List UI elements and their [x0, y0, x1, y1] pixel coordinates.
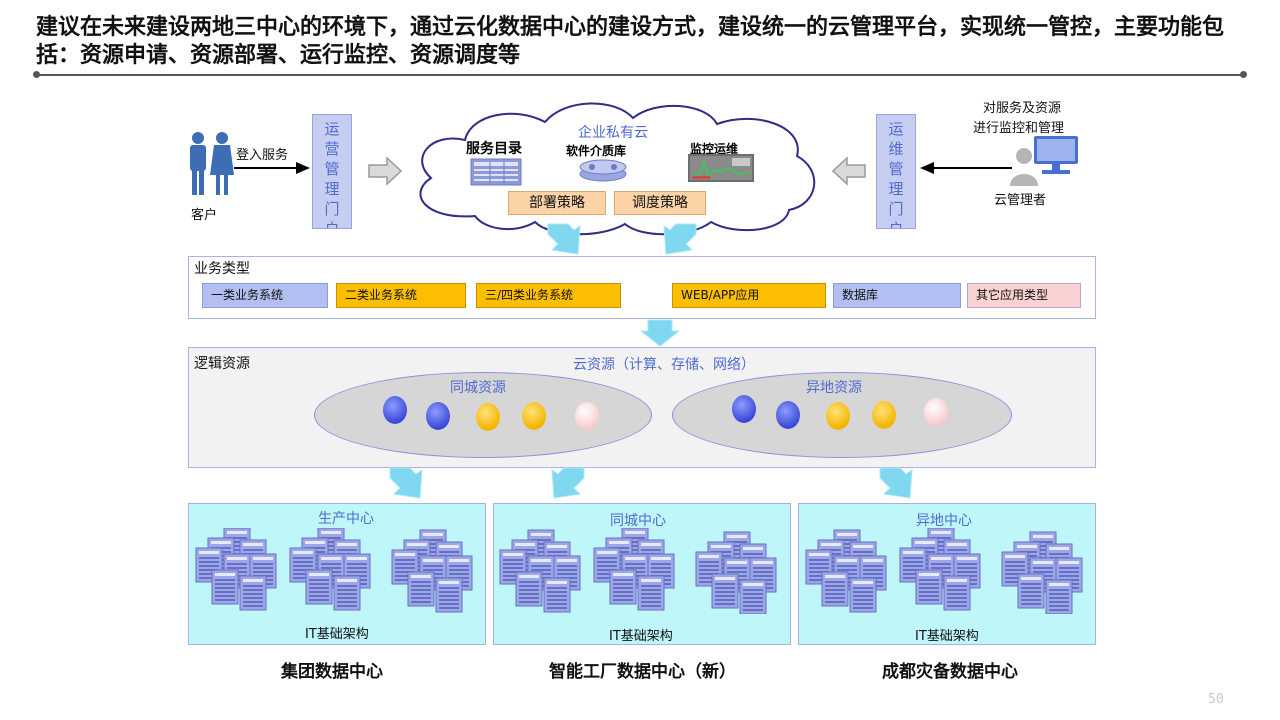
resource-node [476, 403, 500, 431]
monitoring-label: 监控运维 [690, 142, 739, 156]
business-item-tier1[interactable]: 一类业务系统 [202, 283, 328, 308]
maintenance-portal[interactable]: 运 维 管 理 门 户 [876, 114, 916, 229]
cloud-admin-icon [1010, 136, 1078, 186]
title-divider [36, 74, 1244, 76]
admin-caption-line1: 对服务及资源 [983, 101, 1062, 116]
resource-node [383, 396, 407, 424]
it-infrastructure-label: IT基础架构 [609, 629, 673, 644]
server-rack-icon [802, 528, 1092, 614]
resource-node [575, 402, 599, 430]
login-arrow-icon [234, 162, 310, 174]
logic-to-datacenter-arrow-icon [551, 467, 585, 499]
portal-char: 门 [888, 200, 904, 218]
resource-node [924, 398, 948, 426]
resource-node [826, 402, 850, 430]
business-item-other[interactable]: 其它应用类型 [967, 283, 1081, 308]
logical-resources-label: 逻辑资源 [194, 356, 250, 372]
business-types-label: 业务类型 [194, 261, 250, 277]
cloud-to-business-arrow-icon [663, 223, 697, 255]
portal-char: 运 [324, 120, 340, 138]
datacenter-title: 异地中心 [916, 513, 972, 529]
operations-portal[interactable]: 运 营 管 理 门 户 [312, 114, 352, 229]
datacenter-name-group: 集团数据中心 [281, 662, 383, 682]
datacenter-title: 生产中心 [318, 511, 374, 527]
remote-resource-label: 异地资源 [806, 380, 862, 396]
logic-to-datacenter-arrow-icon [389, 467, 423, 499]
cloud-resources-label: 云资源（计算、存储、网络） [573, 357, 755, 373]
portal-char: 户 [324, 220, 340, 229]
it-infrastructure-label: IT基础架构 [915, 629, 979, 644]
customer-icon [190, 132, 234, 195]
page-number: 50 [1208, 692, 1224, 707]
server-rack-icon [192, 528, 482, 614]
resource-node [872, 401, 896, 429]
admin-caption-line2: 进行监控和管理 [973, 121, 1065, 136]
business-item-tier3-4[interactable]: 三/四类业务系统 [476, 283, 621, 308]
cloud-to-business-arrow-icon [547, 223, 581, 255]
datacenter-name-factory: 智能工厂数据中心（新） [549, 662, 736, 682]
schedule-policy-tag[interactable]: 调度策略 [614, 191, 706, 215]
portal-char: 管 [324, 160, 340, 178]
divider-left-dot [33, 71, 40, 78]
private-cloud-title: 企业私有云 [578, 125, 648, 141]
business-item-database[interactable]: 数据库 [833, 283, 961, 308]
login-service-label: 登入服务 [236, 148, 289, 163]
same-city-resource-label: 同城资源 [450, 380, 506, 396]
portal-char: 理 [324, 180, 340, 198]
it-infrastructure-label: IT基础架构 [305, 627, 369, 642]
hollow-left-arrow-icon [832, 156, 866, 186]
resource-node [732, 395, 756, 423]
business-item-web-app[interactable]: WEB/APP应用 [672, 283, 826, 308]
resource-node [426, 402, 450, 430]
monitoring-chart-icon[interactable] [688, 154, 754, 182]
portal-char: 管 [888, 160, 904, 178]
service-catalog-label: 服务目录 [466, 141, 522, 157]
datacenter-title: 同城中心 [610, 513, 666, 529]
business-types-panel [188, 256, 1096, 319]
portal-char: 理 [888, 180, 904, 198]
portal-char: 门 [324, 200, 340, 218]
portal-char: 营 [324, 140, 340, 158]
software-repo-label: 软件介质库 [566, 144, 627, 158]
portal-char: 户 [888, 220, 904, 229]
divider-right-dot [1240, 71, 1247, 78]
portal-char: 运 [888, 120, 904, 138]
page-title: 建议在未来建设两地三中心的环境下，通过云化数据中心的建设方式，建设统一的云管理平… [36, 15, 1225, 68]
hollow-right-arrow-icon [368, 156, 402, 186]
customer-label: 客户 [191, 208, 218, 223]
software-repo-disk-icon[interactable] [578, 158, 628, 182]
service-catalog-icon[interactable] [470, 158, 522, 186]
datacenter-name-chengdu: 成都灾备数据中心 [882, 662, 1018, 682]
resource-node [776, 401, 800, 429]
admin-arrow-icon [920, 162, 1012, 174]
server-rack-icon [496, 528, 786, 614]
business-item-tier2[interactable]: 二类业务系统 [336, 283, 466, 308]
cloud-admin-label: 云管理者 [994, 193, 1047, 208]
resource-node [522, 402, 546, 430]
logic-to-datacenter-arrow-icon [879, 467, 913, 499]
deploy-policy-tag[interactable]: 部署策略 [508, 191, 606, 215]
portal-char: 维 [888, 140, 904, 158]
business-to-logic-arrow-icon [640, 319, 680, 347]
